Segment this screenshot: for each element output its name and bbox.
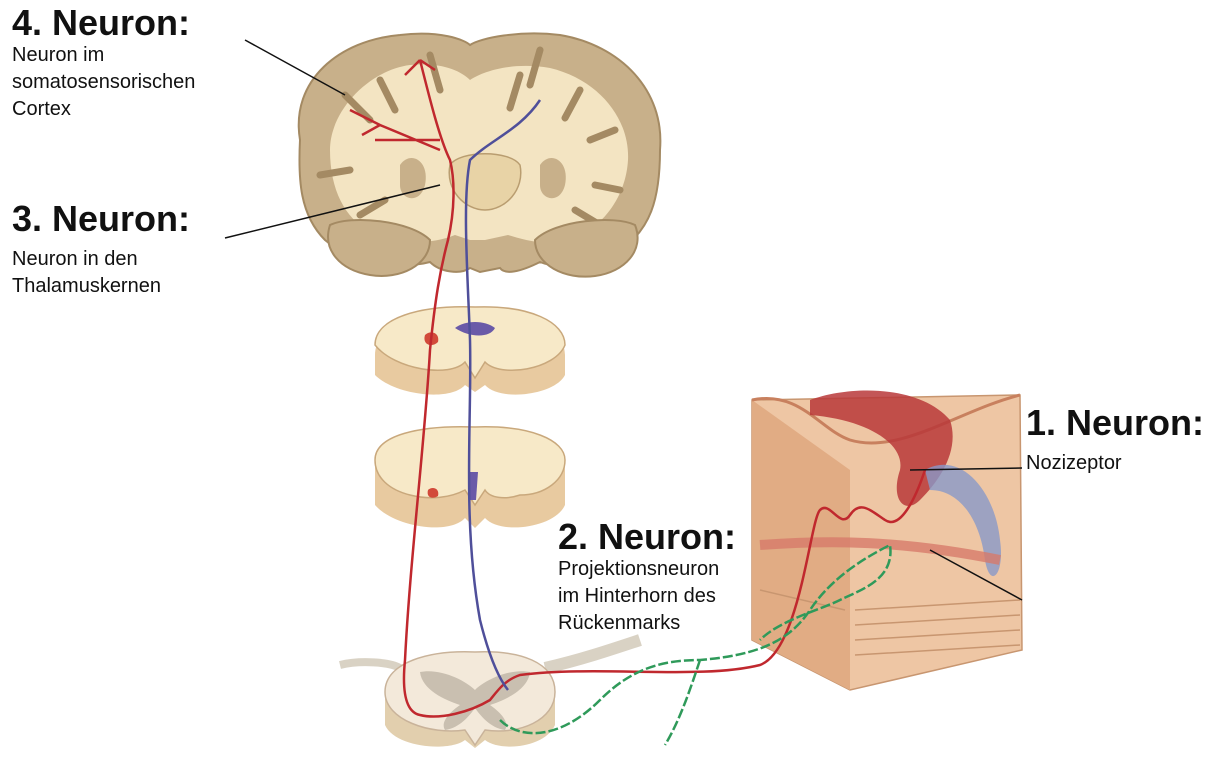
neuron3-desc-line2: Thalamuskernen xyxy=(12,273,190,300)
neuron1-heading: 1. Neuron: xyxy=(1026,404,1204,442)
neuron4-heading: 4. Neuron: xyxy=(12,4,195,42)
label-neuron3: 3. Neuron: Neuron in den Thalamuskernen xyxy=(12,200,190,300)
neuron4-desc-line1: Neuron im xyxy=(12,42,195,69)
neuron3-heading: 3. Neuron: xyxy=(12,200,190,238)
label-neuron2: 2. Neuron: Projektionsneuron im Hinterho… xyxy=(558,518,736,637)
neuron4-desc-line2: somatosensorischen xyxy=(12,69,195,96)
neuron4-desc-line3: Cortex xyxy=(12,96,195,123)
neuron2-desc-line3: Rückenmarks xyxy=(558,610,736,637)
skin-tissue-block xyxy=(752,390,1022,690)
neuron3-desc-line1: Neuron in den xyxy=(12,246,190,273)
label-neuron4: 4. Neuron: Neuron im somatosensorischen … xyxy=(12,4,195,123)
lateral-ventricle-right xyxy=(540,158,566,198)
neuron2-desc-line1: Projektionsneuron xyxy=(558,556,736,583)
neuron2-heading: 2. Neuron: xyxy=(558,518,736,556)
brain-coronal-section xyxy=(299,33,661,276)
neuron1-desc-line1: Nozizeptor xyxy=(1026,450,1204,477)
neuron2-desc-line2: im Hinterhorn des xyxy=(558,583,736,610)
label-neuron1: 1. Neuron: Nozizeptor xyxy=(1026,404,1204,477)
